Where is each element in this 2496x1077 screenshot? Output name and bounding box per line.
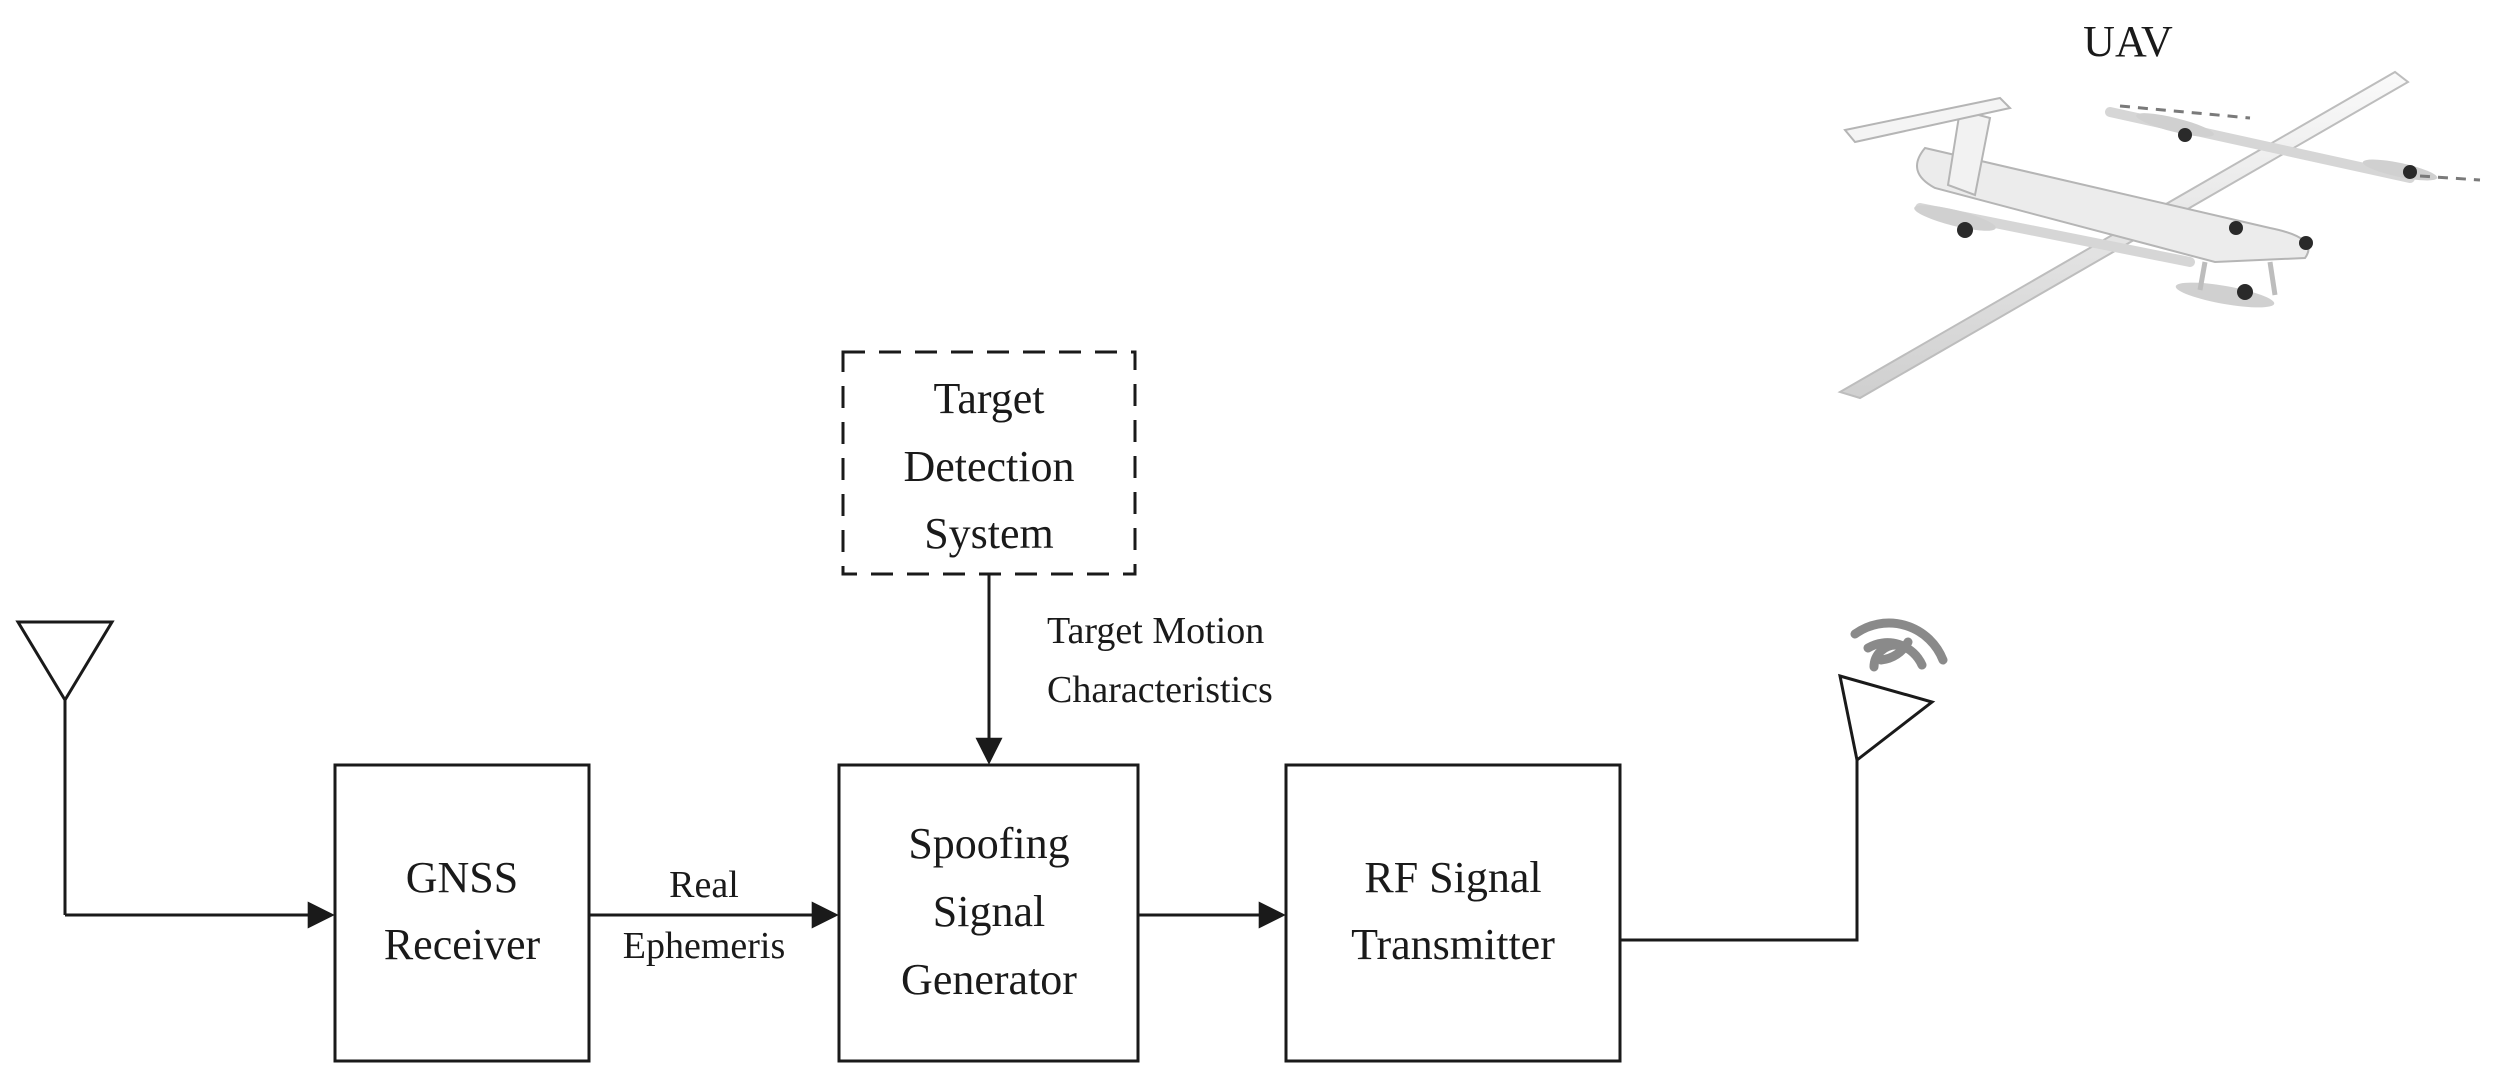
rf-transmitter-block: RF Signal Transmitter: [1284, 763, 1622, 1063]
target-detection-block: Target Detection System: [841, 350, 1137, 576]
radio-waves-icon: [1850, 618, 1948, 672]
uav-drone-image: [1837, 70, 2481, 400]
spoofing-generator-line-3: Generator: [901, 955, 1077, 1004]
real-ephemeris-line-2: Ephemeris: [623, 925, 786, 967]
gnss-receiver-line-1: GNSS: [406, 853, 519, 902]
rf-transmitter-line-2: Transmitter: [1351, 920, 1555, 969]
real-ephemeris-label: Real Ephemeris: [623, 864, 786, 967]
target-motion-line-1: Target Motion: [1047, 610, 1264, 652]
gnss-receiver-block: GNSS Receiver: [333, 763, 591, 1063]
real-ephemeris-line-1: Real: [669, 864, 739, 906]
spoofing-generator-line-2: Signal: [933, 887, 1045, 936]
target-motion-label: Target Motion Characteristics: [1047, 610, 1273, 711]
edge-rf-to-antenna: [1620, 760, 1859, 942]
rf-transmitter-line-1: RF Signal: [1364, 853, 1541, 902]
transmit-antenna-icon: [1838, 673, 1936, 763]
spoofing-generator-line-1: Spoofing: [908, 819, 1069, 868]
gnss-receiver-line-2: Receiver: [384, 920, 541, 969]
uav-label: UAV: [2083, 17, 2173, 66]
target-detection-line-1: Target: [934, 374, 1045, 423]
target-detection-line-3: System: [924, 509, 1054, 558]
target-detection-line-2: Detection: [903, 442, 1074, 491]
spoofing-generator-block: Spoofing Signal Generator: [837, 763, 1140, 1063]
receive-antenna-icon: [15, 620, 115, 915]
target-motion-line-2: Characteristics: [1047, 669, 1273, 711]
